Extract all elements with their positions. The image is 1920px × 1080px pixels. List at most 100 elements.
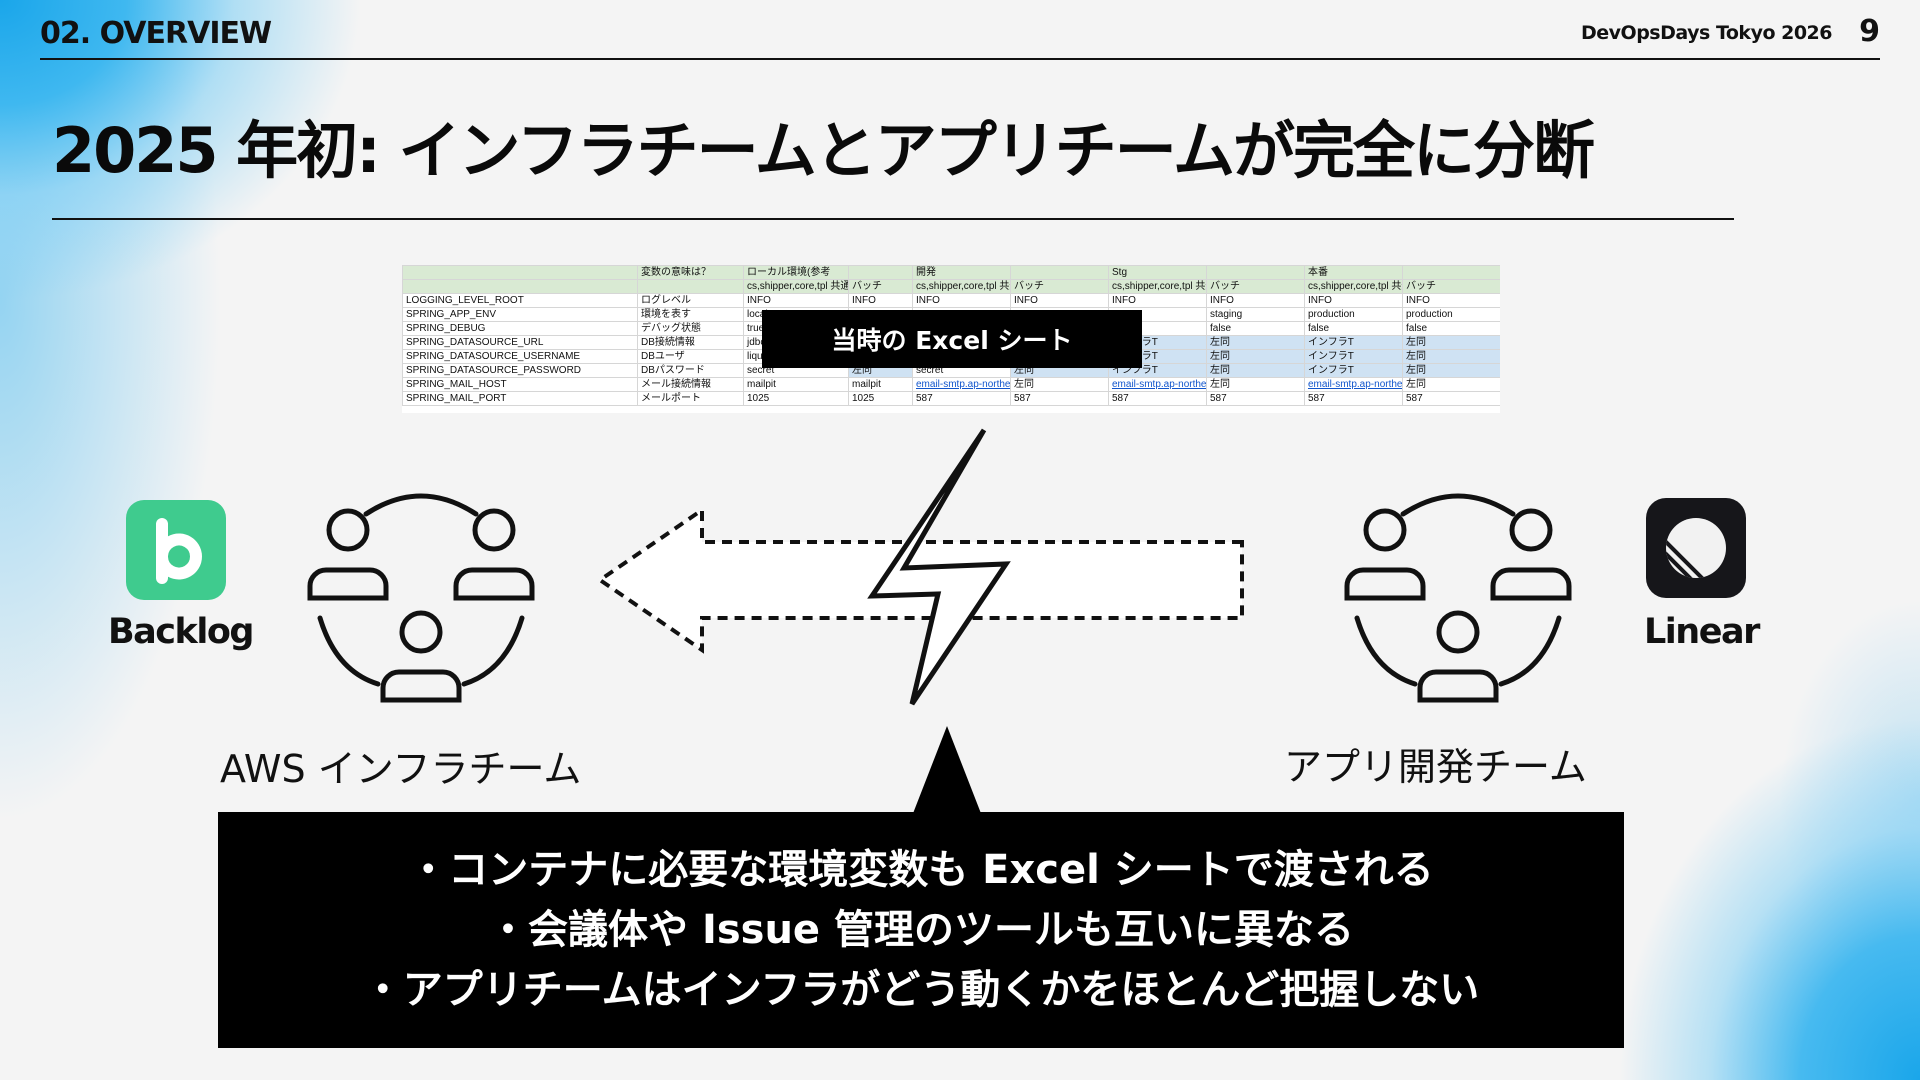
sheet-cell: email-smtp.ap-northeast	[912, 377, 1011, 392]
sheet-cell: DBパスワード	[637, 363, 744, 378]
sheet-cell: 左同	[1010, 377, 1109, 392]
sheet-cell: 左同	[1206, 349, 1305, 364]
sheet-cell: false	[1304, 321, 1403, 336]
linear-label: Linear	[1644, 612, 1760, 652]
sheet-cell: INFO	[1206, 293, 1305, 308]
sheet-cell: バッチ	[1010, 279, 1109, 294]
sheet-cell: 587	[1304, 391, 1403, 406]
sheet-cell: 587	[1010, 391, 1109, 406]
sheet-cell: DB接続情報	[637, 335, 744, 350]
sheet-cell: 左同	[1402, 335, 1500, 350]
sheet-cell: cs,shipper,core,tpl 共通	[912, 279, 1011, 294]
backlog-b-icon	[156, 518, 202, 584]
sheet-cell: インフラT	[1304, 349, 1403, 364]
sheet-cell: バッチ	[848, 279, 913, 294]
sheet-cell: 587	[1402, 391, 1500, 406]
sheet-cell: 左同	[1402, 377, 1500, 392]
bullet-tools-differ: ・会議体や Issue 管理のツールも互いに異なる	[488, 907, 1354, 953]
sheet-cell: email-smtp.ap-northeast	[1304, 377, 1403, 392]
sheet-cell: production	[1402, 307, 1500, 322]
sheet-cell: 本番	[1304, 265, 1403, 280]
sheet-cell: SPRING_DATASOURCE_URL	[402, 335, 638, 350]
sheet-cell: メールポート	[637, 391, 744, 406]
sheet-cell: cs,shipper,core,tpl 共通	[1304, 279, 1403, 294]
sheet-cell: DBユーザ	[637, 349, 744, 364]
sheet-cell: インフラT	[1304, 363, 1403, 378]
app-team-label: アプリ開発チーム	[1284, 745, 1587, 789]
backlog-logo	[126, 500, 226, 600]
sheet-cell: 1025	[848, 391, 913, 406]
sheet-cell	[848, 265, 913, 280]
sheet-cell: ローカル環境(参考	[743, 265, 849, 280]
sheet-cell: cs,shipper,core,tpl 共通	[743, 279, 849, 294]
sheet-cell: SPRING_DEBUG	[402, 321, 638, 336]
sheet-cell: 左同	[1206, 335, 1305, 350]
sheet-cell: 左同	[1402, 363, 1500, 378]
sheet-cell: cs,shipper,core,tpl 共通	[1108, 279, 1207, 294]
sheet-cell: バッチ	[1206, 279, 1305, 294]
sheet-cell: 変数の意味は？	[637, 265, 744, 280]
event-name: DevOpsDays Tokyo 2026	[1581, 22, 1832, 44]
bullet-no-infra-knowledge: ・アプリチームはインフラがどう動くかをほとんど把握しない	[362, 967, 1480, 1013]
sheet-cell: INFO	[848, 293, 913, 308]
sheet-cell: 1025	[743, 391, 849, 406]
sheet-cell: 左同	[1206, 377, 1305, 392]
slide-title: 2025 年初: インフラチームとアプリチームが完全に分断	[52, 114, 1595, 187]
sheet-cell: 587	[1206, 391, 1305, 406]
sheet-cell: LOGGING_LEVEL_ROOT	[402, 293, 638, 308]
sheet-cell: Stg	[1108, 265, 1207, 280]
sheet-cell	[402, 279, 638, 294]
sheet-cell: staging	[1206, 307, 1305, 322]
sheet-cell: INFO	[1402, 293, 1500, 308]
sheet-cell: インフラT	[1304, 335, 1403, 350]
sheet-cell: 環境を表す	[637, 307, 744, 322]
linear-icon	[1666, 518, 1726, 578]
sheet-cell: 587	[1108, 391, 1207, 406]
sheet-cell: mailpit	[848, 377, 913, 392]
sheet-cell: SPRING_MAIL_HOST	[402, 377, 638, 392]
header-divider	[40, 58, 1880, 60]
sheet-cell: メール接続情報	[637, 377, 744, 392]
sheet-cell: mailpit	[743, 377, 849, 392]
sheet-cell: 587	[912, 391, 1011, 406]
sheet-cell	[637, 279, 744, 294]
infra-team-label: AWS インフラチーム	[220, 747, 582, 791]
lightning-bolt-icon	[867, 428, 1011, 706]
summary-bubble: ・コンテナに必要な環境変数も Excel シートで渡される ・会議体や Issu…	[218, 812, 1624, 1048]
sheet-cell: SPRING_APP_ENV	[402, 307, 638, 322]
sheet-cell: INFO	[743, 293, 849, 308]
sheet-cell: INFO	[912, 293, 1011, 308]
people-group-icon	[307, 493, 535, 703]
page-number: 9	[1859, 14, 1880, 49]
sheet-cell: バッチ	[1402, 279, 1500, 294]
people-group-icon	[1344, 493, 1572, 703]
sheet-cell: SPRING_MAIL_PORT	[402, 391, 638, 406]
section-label: 02. OVERVIEW	[40, 16, 272, 51]
sheet-cell: ログレベル	[637, 293, 744, 308]
backlog-label: Backlog	[108, 612, 254, 652]
sheet-caption: 当時の Excel シート	[762, 310, 1142, 368]
sheet-cell: SPRING_DATASOURCE_USERNAME	[402, 349, 638, 364]
linear-logo	[1646, 498, 1746, 598]
sheet-cell	[1402, 265, 1500, 280]
sheet-cell: false	[1402, 321, 1500, 336]
sheet-cell: デバッグ状態	[637, 321, 744, 336]
sheet-cell	[1206, 265, 1305, 280]
title-divider	[52, 218, 1734, 220]
sheet-cell: production	[1304, 307, 1403, 322]
sheet-cell	[1010, 265, 1109, 280]
sheet-cell: false	[1206, 321, 1305, 336]
sheet-cell: 左同	[1402, 349, 1500, 364]
sheet-cell: INFO	[1010, 293, 1109, 308]
sheet-cell	[402, 265, 638, 280]
bullet-excel-env: ・コンテナに必要な環境変数も Excel シートで渡される	[408, 847, 1434, 893]
sheet-cell: INFO	[1304, 293, 1403, 308]
sheet-cell: email-smtp.ap-northeast	[1108, 377, 1207, 392]
sheet-cell: INFO	[1108, 293, 1207, 308]
bubble-tail	[912, 726, 982, 816]
